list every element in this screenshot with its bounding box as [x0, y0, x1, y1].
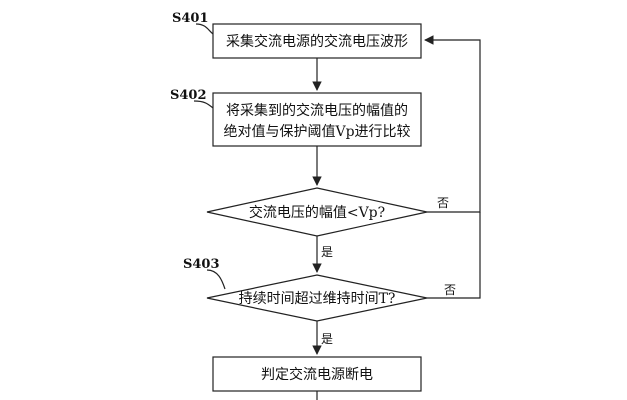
decision-amplitude-text: 交流电压的幅值<Vp? [249, 204, 385, 221]
edge-d1-no [424, 35, 481, 213]
step-s402-line2: 绝对值与保护阈值Vp进行比较 [223, 124, 410, 140]
step-s403-label-text: S403 [183, 257, 220, 272]
step-s401-label-leader [195, 23, 214, 35]
step-s402-label: S402 [170, 88, 214, 109]
step-s401-label-text: S401 [172, 11, 209, 26]
step-s401: 采集交流电源的交流电压波形 [212, 23, 422, 59]
edge-d2-no-label: 否 [444, 283, 456, 297]
decision-amplitude: 交流电压的幅值<Vp? [206, 187, 428, 237]
step-s402-box [212, 92, 422, 147]
step-power-off-box [212, 356, 422, 392]
step-s403-label: S403 [183, 257, 226, 290]
edge-d2-no [427, 212, 481, 299]
step-s401-text: 采集交流电源的交流电压波形 [226, 33, 408, 50]
step-s403-label-leader [206, 269, 226, 290]
step-power-off-text: 判定交流电源断电 [261, 366, 373, 383]
decision-duration: 持续时间超过维持时间T? [206, 274, 428, 322]
decision-duration-text: 持续时间超过维持时间T? [239, 290, 396, 307]
step-power-off: 判定交流电源断电 [212, 356, 422, 392]
step-s402-label-text: S402 [170, 88, 207, 103]
edge-d1-yes-label: 是 [321, 245, 333, 259]
step-s401-label: S401 [172, 11, 214, 35]
step-s402: 将采集到的交流电压的幅值的 绝对值与保护阈值Vp进行比较 [212, 92, 422, 147]
step-s402-line1: 将采集到的交流电压的幅值的 [226, 102, 408, 119]
step-s401-box [212, 23, 422, 59]
edge-d1-no-label: 否 [437, 196, 449, 210]
edge-d2-yes-label: 是 [321, 332, 333, 346]
step-s402-label-leader [193, 100, 214, 109]
